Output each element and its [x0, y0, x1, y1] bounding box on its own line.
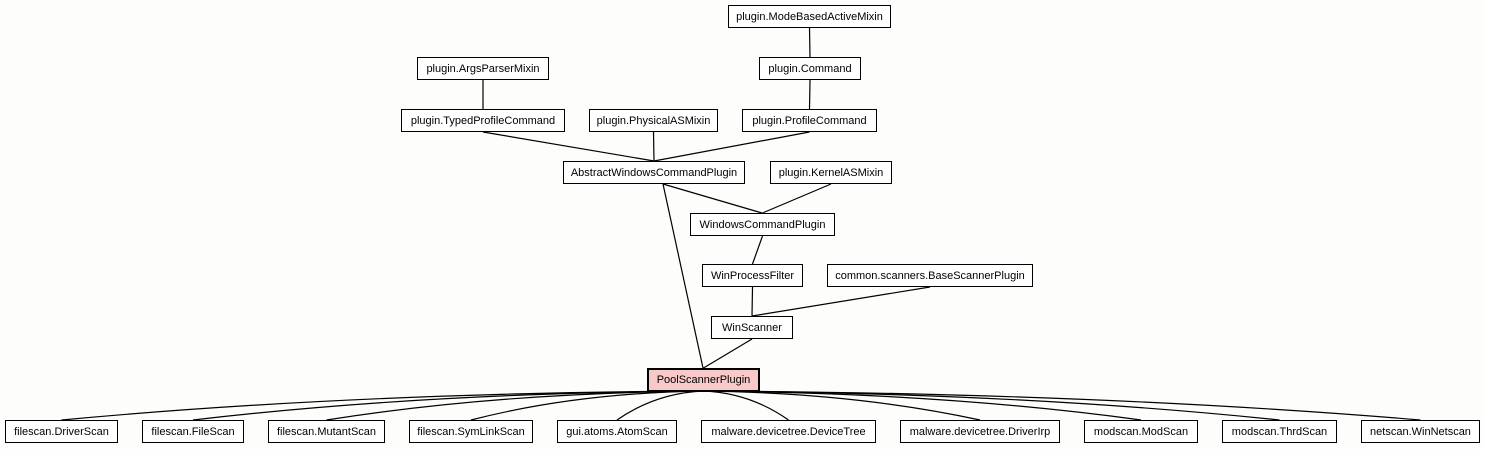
node-plugin-profilecommand[interactable]: plugin.ProfileCommand: [742, 109, 877, 132]
node-plugin-argsparsermixin[interactable]: plugin.ArgsParserMixin: [417, 57, 549, 80]
edge-psp-mts: [703, 390, 1280, 421]
node-malware-devicetree-driverirp[interactable]: malware.devicetree.DriverIrp: [900, 420, 1060, 443]
edge-wpf-ws: [751, 286, 754, 317]
node-plugin-modebasedactivemixin[interactable]: plugin.ModeBasedActiveMixin: [728, 5, 891, 28]
edge-psp-mdi: [703, 390, 981, 421]
node-common-scanners-basescannerplugin[interactable]: common.scanners.BaseScannerPlugin: [827, 264, 1033, 287]
node-plugin-kernelasmixin[interactable]: plugin.KernelASMixin: [770, 161, 892, 184]
node-plugin-physicalasmixin[interactable]: plugin.PhysicalASMixin: [589, 109, 718, 132]
node-winscanner[interactable]: WinScanner: [711, 316, 793, 339]
edge-psp-fds: [61, 390, 704, 421]
edge-psp-ffs: [192, 390, 704, 421]
node-plugin-typedprofilecommand[interactable]: plugin.TypedProfileCommand: [401, 109, 565, 132]
node-gui-atoms-atomscan[interactable]: gui.atoms.AtomScan: [557, 420, 677, 443]
node-plugin-command[interactable]: plugin.Command: [759, 57, 861, 80]
node-filescan-mutantscan[interactable]: filescan.MutantScan: [268, 420, 385, 443]
edge-tpc-awcp: [482, 131, 655, 162]
node-filescan-symlinkscan[interactable]: filescan.SymLinkScan: [409, 420, 533, 443]
edge-bsp-ws: [751, 286, 931, 317]
node-modscan-thrdscan[interactable]: modscan.ThrdScan: [1222, 420, 1337, 443]
edge-psp-gas: [616, 390, 704, 421]
edge-cmd-pc: [808, 79, 811, 110]
node-abstractwindowscommandplugin[interactable]: AbstractWindowsCommandPlugin: [563, 161, 745, 184]
edge-awcp-psp: [662, 183, 704, 369]
node-filescan-driverscan[interactable]: filescan.DriverScan: [5, 420, 118, 443]
edge-wcp-wpf: [751, 235, 764, 265]
node-malware-devicetree-devicetree[interactable]: malware.devicetree.DeviceTree: [701, 420, 876, 443]
edge-kasm-wcp: [762, 183, 832, 214]
edge-psp-mdt: [703, 390, 789, 421]
node-winprocessfilter[interactable]: WinProcessFilter: [702, 264, 803, 287]
node-filescan-filescan[interactable]: filescan.FileScan: [142, 420, 244, 443]
edge-pc-awcp: [653, 131, 810, 162]
edge-ws-psp: [703, 338, 753, 369]
node-netscan-winnetscan[interactable]: netscan.WinNetscan: [1361, 420, 1480, 443]
edge-psp-nwn: [703, 390, 1421, 421]
edge-awcp-wcp: [662, 183, 763, 214]
node-windowscommandplugin[interactable]: WindowsCommandPlugin: [690, 213, 835, 236]
edge-mbam-cmd: [808, 27, 811, 58]
node-poolscannerplugin-current[interactable]: PoolScannerPlugin: [647, 368, 760, 392]
edge-pasm-awcp: [652, 131, 655, 162]
node-modscan-modscan[interactable]: modscan.ModScan: [1084, 420, 1198, 443]
